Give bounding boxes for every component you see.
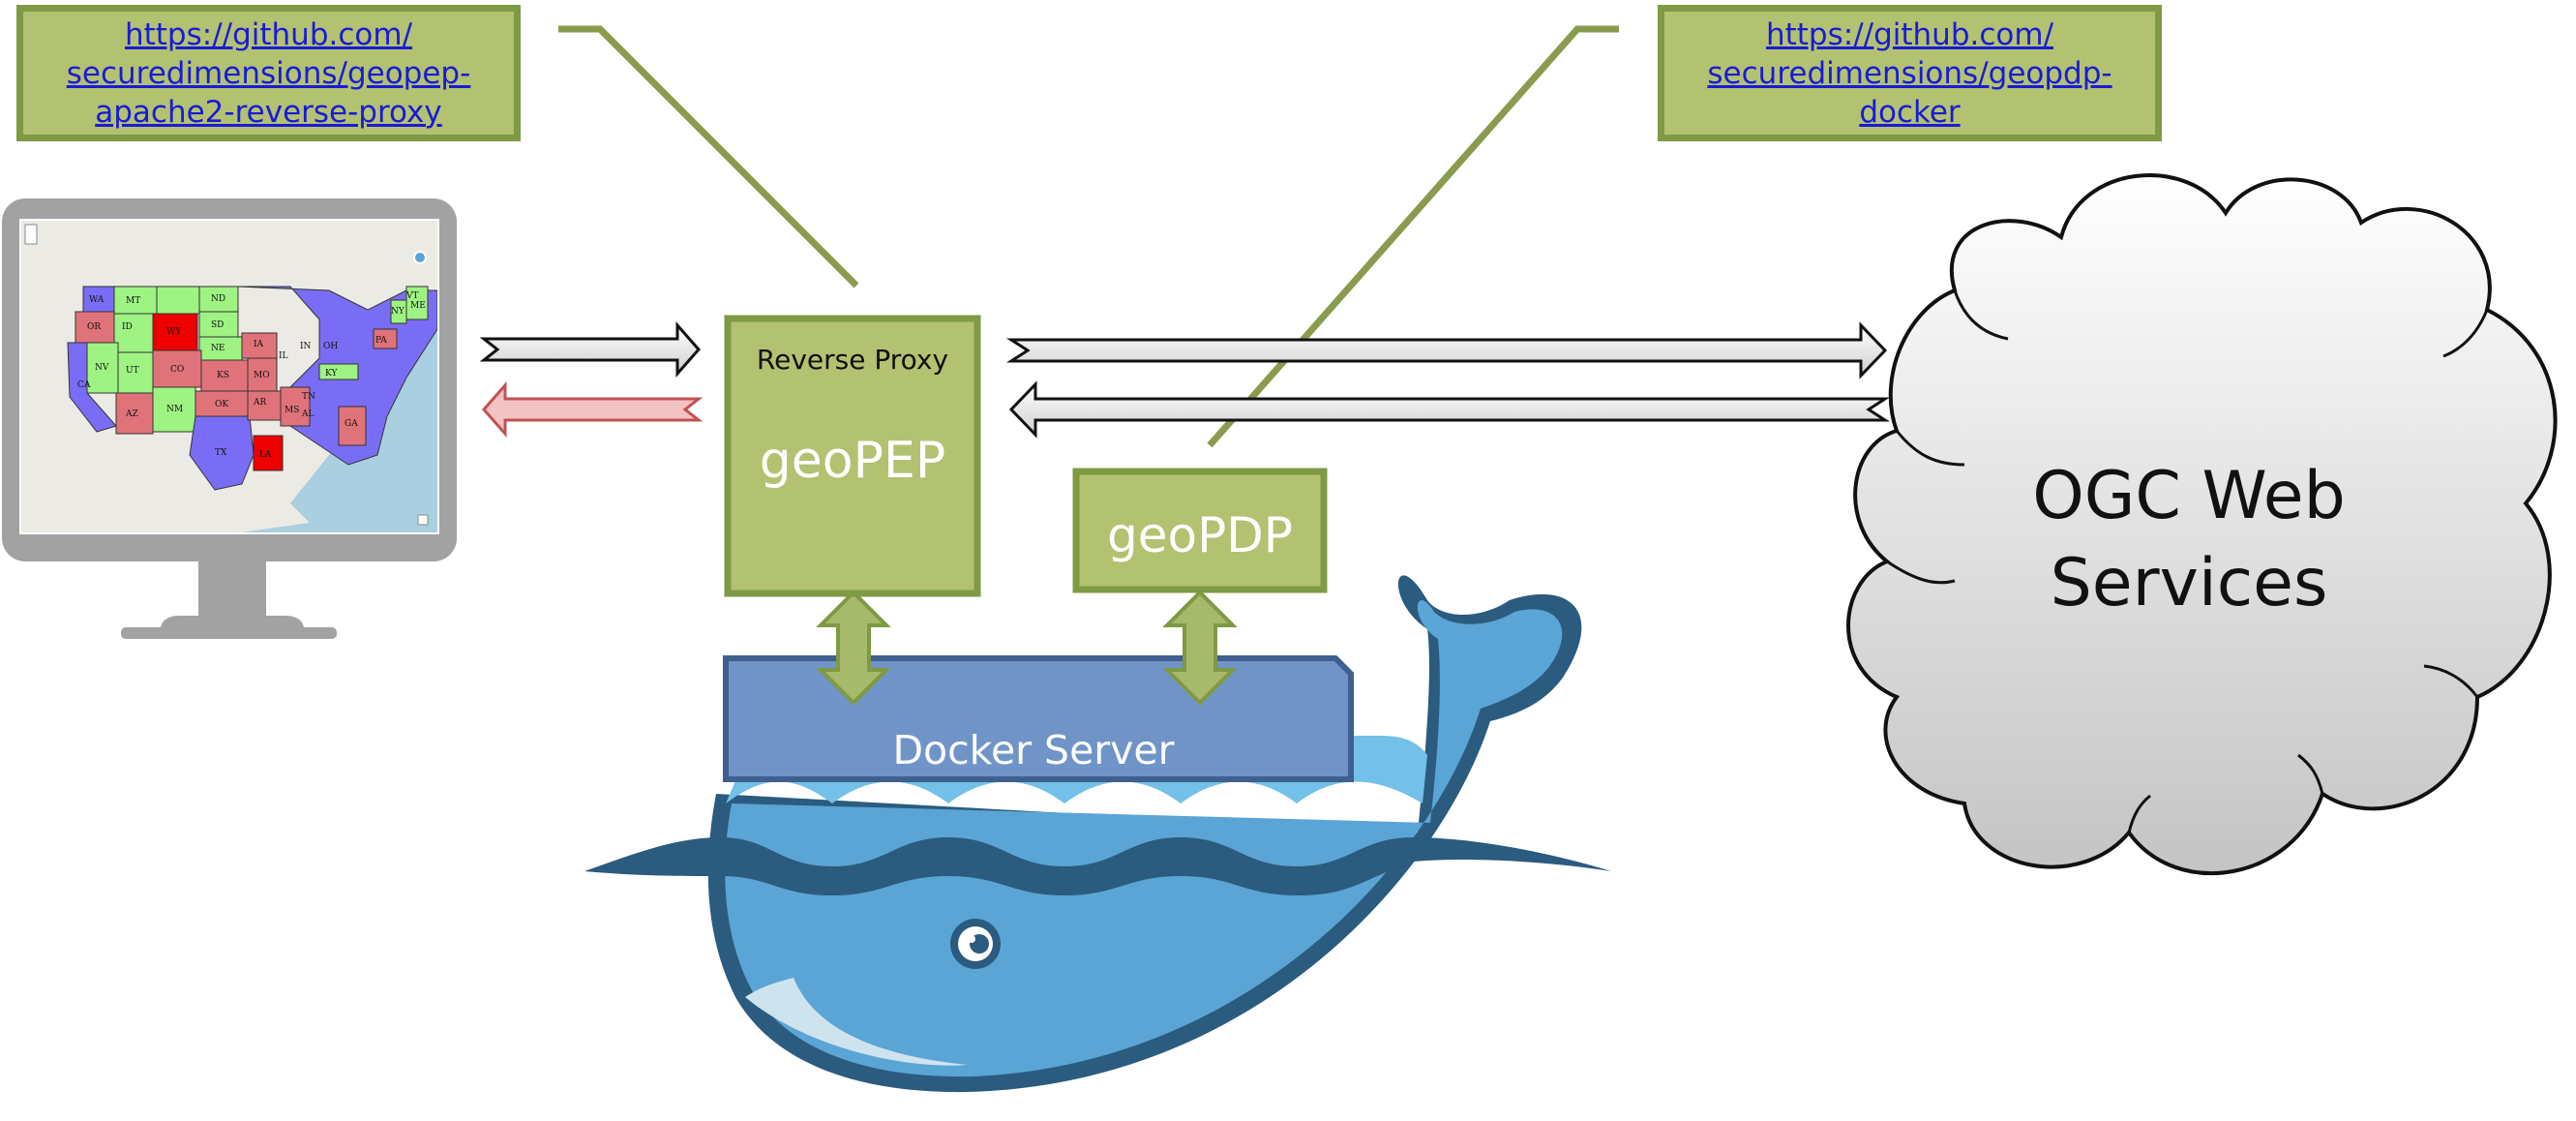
pep-link-connector bbox=[558, 25, 859, 288]
cloud-label-line1: OGC Web bbox=[2032, 458, 2346, 534]
client-monitor: WA MT ND OR ID WY SD NE NV UT CO KS CA A… bbox=[2, 198, 457, 639]
geopdp-repo-link-line2: securedimensions/geopdp- bbox=[1707, 55, 2112, 91]
geopdp-repo-link[interactable]: https://github.com/ securedimensions/geo… bbox=[1664, 15, 2155, 132]
map-state-labels: WA MT ND OR ID WY SD NE NV UT CO KS CA A… bbox=[77, 291, 426, 460]
map-state bbox=[280, 386, 311, 427]
svg-text:MS: MS bbox=[285, 406, 299, 415]
svg-text:KS: KS bbox=[217, 371, 229, 380]
geopep-reverse-proxy-box: Reverse Proxy geoPEP bbox=[724, 315, 981, 597]
geopep-repo-link-box: https://github.com/ securedimensions/geo… bbox=[16, 5, 521, 141]
svg-text:MO: MO bbox=[254, 371, 270, 380]
layers-icon[interactable] bbox=[413, 251, 427, 264]
map-state bbox=[247, 357, 278, 392]
geopep-repo-link-line3: apache2-reverse-proxy bbox=[95, 94, 442, 130]
docker-server-label: Docker Server bbox=[892, 727, 1174, 773]
geopep-repo-link-line2: securedimensions/geopep- bbox=[66, 55, 471, 91]
map-state bbox=[113, 313, 154, 353]
svg-text:VT: VT bbox=[405, 291, 419, 301]
svg-text:ID: ID bbox=[122, 322, 133, 332]
map-state bbox=[198, 286, 239, 313]
response-arrow-ows-to-pep bbox=[1008, 380, 1891, 439]
geopep-label: geoPEP bbox=[760, 432, 945, 490]
map-state bbox=[338, 406, 367, 446]
geopep-repo-link-line1: https://github.com/ bbox=[124, 16, 413, 52]
map-state bbox=[318, 363, 359, 380]
svg-text:AZ: AZ bbox=[125, 409, 138, 419]
geopdp-repo-link-line1: https://github.com/ bbox=[1765, 16, 2054, 52]
geopdp-label: geoPDP bbox=[1107, 507, 1293, 563]
svg-text:NV: NV bbox=[95, 363, 109, 373]
map-state bbox=[156, 286, 200, 315]
geopdp-repo-link-line3: docker bbox=[1859, 94, 1961, 130]
svg-text:TX: TX bbox=[215, 448, 227, 458]
geopdp-box: geoPDP bbox=[1072, 468, 1328, 593]
svg-text:NM: NM bbox=[166, 405, 183, 414]
geopdp-repo-link-box: https://github.com/ securedimensions/geo… bbox=[1658, 5, 2162, 141]
svg-text:UT: UT bbox=[126, 366, 139, 376]
svg-text:PA: PA bbox=[375, 336, 387, 346]
docker-whale-logo bbox=[584, 575, 1611, 1093]
map-state bbox=[253, 435, 284, 471]
svg-text:ND: ND bbox=[211, 294, 225, 304]
pdp-docker-double-arrow bbox=[1162, 590, 1238, 706]
response-arrow-pep-to-client bbox=[482, 381, 704, 438]
ogc-web-services-cloud: OGC Web Services bbox=[1846, 173, 2558, 876]
request-arrow-client-to-pep bbox=[479, 321, 701, 378]
svg-text:OK: OK bbox=[215, 400, 228, 409]
map-state bbox=[152, 349, 202, 388]
zoom-control[interactable] bbox=[24, 224, 38, 245]
svg-text:GA: GA bbox=[344, 419, 358, 429]
svg-text:NE: NE bbox=[211, 344, 225, 353]
map-state bbox=[373, 328, 398, 349]
svg-text:MT: MT bbox=[126, 296, 140, 306]
svg-text:CO: CO bbox=[170, 365, 184, 375]
svg-text:AL: AL bbox=[301, 409, 314, 419]
svg-text:WY: WY bbox=[166, 327, 182, 337]
svg-text:IA: IA bbox=[254, 340, 264, 349]
svg-text:IL: IL bbox=[279, 351, 288, 361]
svg-text:NY: NY bbox=[391, 307, 405, 317]
map-state bbox=[113, 286, 158, 315]
svg-text:OR: OR bbox=[87, 322, 101, 332]
pdp-link-connector bbox=[1207, 25, 1619, 448]
request-arrow-pep-to-ows bbox=[1005, 321, 1888, 379]
svg-text:OH: OH bbox=[323, 342, 338, 351]
svg-text:ME: ME bbox=[410, 301, 426, 311]
svg-text:TN: TN bbox=[302, 392, 315, 402]
map-state bbox=[247, 390, 282, 421]
svg-text:CA: CA bbox=[77, 380, 91, 390]
svg-text:AR: AR bbox=[253, 398, 266, 408]
pep-docker-double-arrow bbox=[816, 590, 891, 706]
svg-text:WA: WA bbox=[89, 295, 105, 305]
map-state bbox=[152, 313, 198, 351]
map-state bbox=[195, 390, 251, 417]
svg-text:LA: LA bbox=[259, 450, 272, 460]
svg-text:KY: KY bbox=[325, 369, 338, 379]
map-screen: WA MT ND OR ID WY SD NE NV UT CO KS CA A… bbox=[21, 221, 437, 532]
geopep-repo-link[interactable]: https://github.com/ securedimensions/geo… bbox=[23, 15, 514, 132]
info-icon[interactable] bbox=[417, 514, 429, 526]
map-state bbox=[200, 359, 249, 392]
svg-text:IN: IN bbox=[300, 342, 312, 351]
cloud-label-line2: Services bbox=[2051, 545, 2328, 621]
map-state bbox=[241, 332, 278, 359]
svg-text:SD: SD bbox=[211, 320, 224, 330]
map-state bbox=[115, 392, 154, 435]
reverse-proxy-caption: Reverse Proxy bbox=[757, 344, 948, 376]
map-state bbox=[405, 286, 429, 320]
